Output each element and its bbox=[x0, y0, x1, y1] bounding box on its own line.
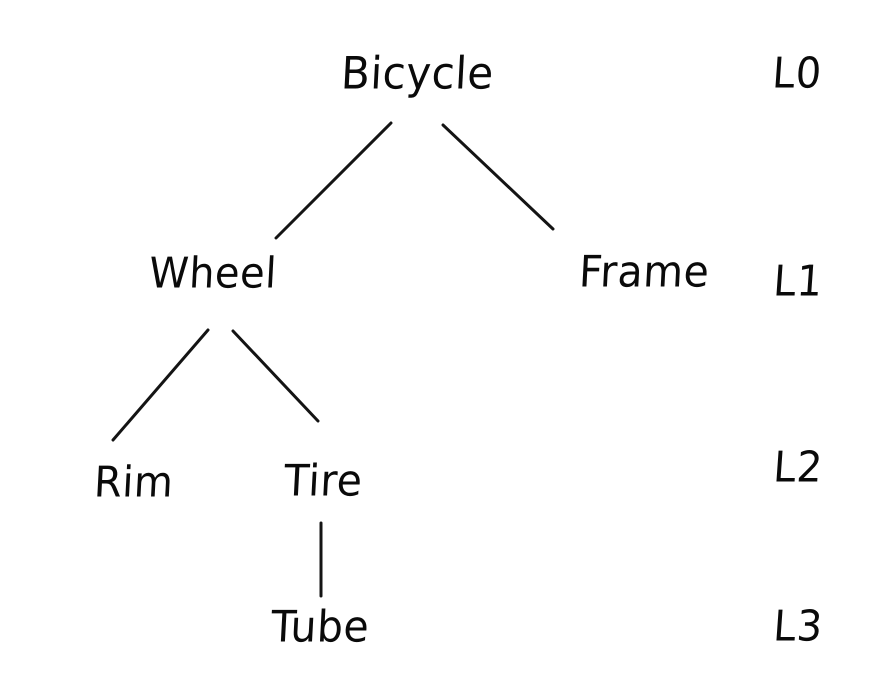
node-bicycle[interactable]: Bicycle bbox=[339, 47, 496, 100]
level-label-l2: L2 bbox=[771, 443, 825, 493]
node-tire[interactable]: Tire bbox=[282, 455, 364, 507]
level-label-l3: L3 bbox=[771, 602, 825, 652]
level-label-l0: L0 bbox=[770, 49, 824, 99]
node-tube[interactable]: Tube bbox=[269, 601, 371, 653]
node-wheel[interactable]: Wheel bbox=[147, 249, 279, 299]
node-rim[interactable]: Rim bbox=[92, 458, 175, 508]
edge-bicycle-frame bbox=[441, 123, 555, 231]
edge-bicycle-wheel bbox=[274, 121, 393, 240]
edge-wheel-rim bbox=[111, 328, 210, 442]
level-label-l1: L1 bbox=[771, 257, 825, 307]
node-frame[interactable]: Frame bbox=[577, 246, 711, 298]
edge-wheel-tire bbox=[231, 329, 320, 423]
